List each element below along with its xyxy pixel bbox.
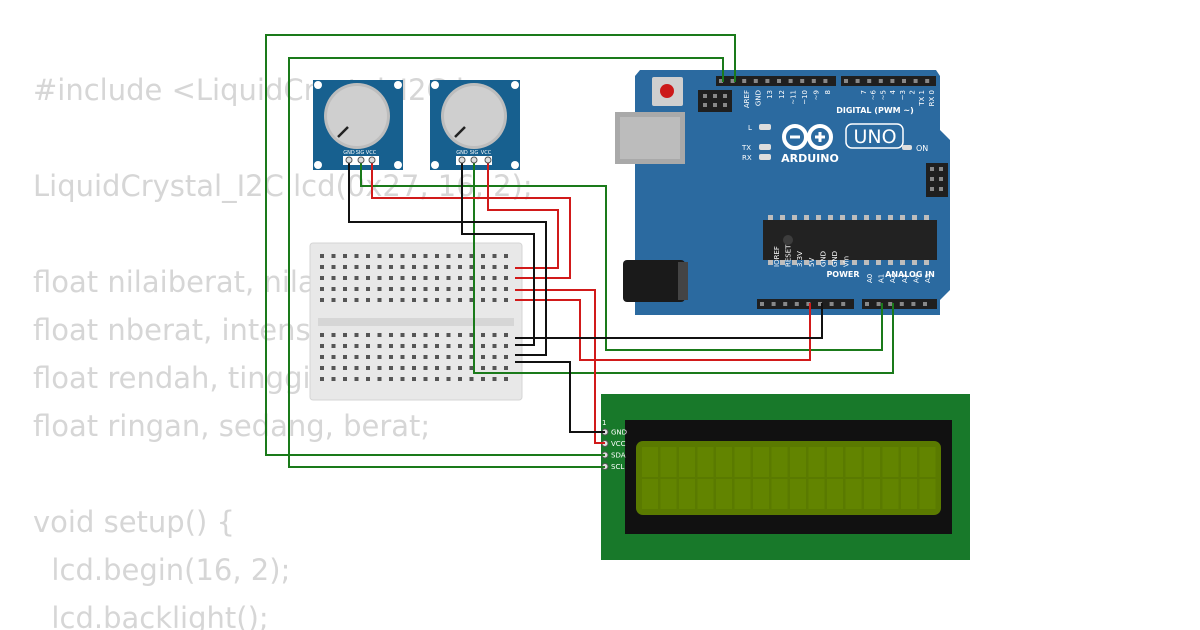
wire-red-5v <box>515 299 811 361</box>
arduino-model: UNO <box>853 126 896 148</box>
potentiometer-2: GND SIG VCC <box>430 80 520 170</box>
pin-label: GND <box>755 90 763 106</box>
wire-green-sda <box>265 34 736 456</box>
arduino-analog-label: ANALOG IN <box>885 270 935 279</box>
wire-black-pot1-gnd <box>348 160 547 356</box>
arduino-led-rx: RX <box>742 154 752 162</box>
code-line: lcd.begin(16, 2); <box>33 553 291 587</box>
pin-label: 7 <box>860 90 868 94</box>
pin-label: A3 <box>901 274 909 283</box>
code-line: float rendah, tinggi; <box>33 361 321 395</box>
arduino-logo-icon <box>782 124 833 150</box>
lcd-pin-label: SDA <box>611 452 626 460</box>
pin-label: A0 <box>866 274 874 283</box>
pin-label: GND <box>819 251 827 267</box>
pot1-label-gnd: GND <box>343 150 355 156</box>
pin-label: ~11 <box>789 90 797 105</box>
potentiometer-1: GND SIG VCC <box>313 80 403 170</box>
pin-label: IOREF <box>773 246 781 267</box>
arduino-led-l: L <box>748 124 752 132</box>
arduino-power-label: POWER <box>826 270 859 279</box>
pin-label: ~10 <box>801 90 809 105</box>
pot2-label-vcc: VCC <box>481 150 492 156</box>
lcd-pin-label: GND <box>611 429 627 437</box>
pin-label: 2 <box>909 90 917 94</box>
pin-label: 5V <box>808 258 816 267</box>
pin-label: ~6 <box>870 89 878 100</box>
pin-label: AREF <box>743 90 751 108</box>
pot1-label-vcc: VCC <box>366 150 377 156</box>
pin-label: ~9 <box>813 90 821 100</box>
arduino-uno-board: UNO ARDUINO ON DIGITAL (PWM ~) POWER ANA… <box>615 70 950 315</box>
lcd-pin-number: 1 <box>602 419 606 427</box>
wire-red-lcd-vcc <box>515 289 605 444</box>
arduino-brand: ARDUINO <box>781 152 839 165</box>
lcd-pin-label: SCL <box>611 463 624 471</box>
wire-black-gnd <box>515 303 823 339</box>
wires <box>265 34 894 468</box>
wire-black-lcd-gnd <box>515 361 605 433</box>
pin-label: GND <box>831 251 839 267</box>
code-line: lcd.backlight(); <box>33 601 269 630</box>
wire-green-scl <box>288 57 724 468</box>
arduino-on-label: ON <box>916 144 928 153</box>
pin-label: A4 <box>912 273 920 283</box>
pot1-label-sig: SIG <box>356 150 365 156</box>
pin-label: 4 <box>889 89 897 94</box>
code-line: float ringan, sedang, berat; <box>33 409 431 443</box>
pin-label: 13 <box>766 90 774 99</box>
code-line: void setup() { <box>33 505 235 539</box>
lcd-pin-label: VCC <box>611 440 626 448</box>
pot2-label-sig: SIG <box>470 150 479 156</box>
wire-black-pot2-gnd <box>461 160 535 346</box>
pin-label: A2 <box>889 274 897 283</box>
breadboard <box>309 242 523 401</box>
pin-label: RX 0 <box>928 90 936 106</box>
pin-label: A1 <box>878 274 886 283</box>
pin-label: A5 <box>924 274 932 283</box>
pot2-label-gnd: GND <box>456 150 468 156</box>
pin-label: ~3 <box>899 90 907 100</box>
code-line: float nberat, intensitas; <box>33 313 373 347</box>
pin-label: Vin <box>843 256 851 267</box>
pin-label: RESET <box>785 244 793 267</box>
arduino-led-tx: TX <box>741 144 751 152</box>
wire-green-pot2-sig <box>473 160 894 374</box>
lcd-module: 1 GND VCC SDA SCL <box>601 394 970 560</box>
wire-red-pot2-vcc <box>487 160 559 269</box>
arduino-digital-label: DIGITAL (PWM ~) <box>836 106 914 115</box>
pin-label: 8 <box>824 90 832 94</box>
pin-label: ~5 <box>879 90 887 100</box>
pin-label: TX 1 <box>918 90 926 107</box>
pin-label: 12 <box>778 90 786 99</box>
pin-label: 3.3V <box>796 251 804 267</box>
wire-green-pot1-sig <box>360 160 883 351</box>
wire-red-pot1-vcc <box>371 160 571 279</box>
